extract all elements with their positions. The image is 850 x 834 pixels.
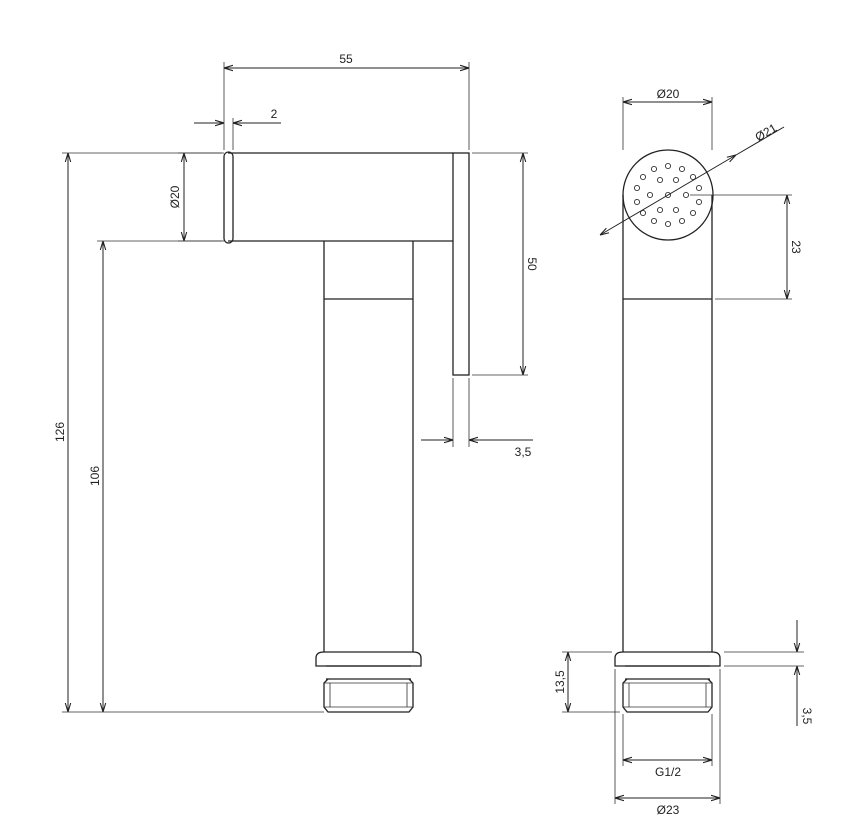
dim-lower-height: 106 — [88, 466, 102, 486]
dim-base-diameter: Ø23 — [657, 803, 680, 817]
dim-fitting-height: 13,5 — [553, 670, 567, 694]
front-base-flange — [614, 651, 721, 667]
side-view: 55 2 Ø20 126 106 50 3,5 — [53, 52, 539, 713]
front-view: Ø20 Ø21 23 13,5 3,5 G1/2 Ø23 — [553, 87, 814, 817]
dim-flange-height: 3,5 — [800, 708, 814, 725]
dim-front-diameter: Ø20 — [657, 87, 680, 101]
front-thread-inner — [623, 682, 712, 708]
dim-holder-height: 50 — [525, 257, 539, 271]
dim-head-diameter: Ø20 — [168, 185, 182, 208]
dim-total-height: 126 — [53, 422, 67, 442]
dim-wall-thickness: 2 — [271, 107, 278, 121]
dim-spray-offset: 23 — [789, 240, 803, 254]
side-thread-inner — [324, 682, 413, 708]
dim-side-width: 55 — [339, 52, 353, 66]
side-arm-outline — [228, 152, 453, 242]
dim-holder-thickness: 3,5 — [515, 445, 532, 459]
front-body — [622, 195, 713, 652]
front-thread — [622, 665, 713, 713]
side-arm-cap — [223, 151, 234, 244]
side-thread — [323, 665, 414, 713]
side-base-flange — [315, 651, 422, 667]
side-holder-plate — [452, 152, 470, 376]
dim-thread: G1/2 — [655, 765, 681, 779]
side-body-column — [323, 241, 414, 652]
dim-spray-diameter: Ø21 — [753, 121, 780, 145]
